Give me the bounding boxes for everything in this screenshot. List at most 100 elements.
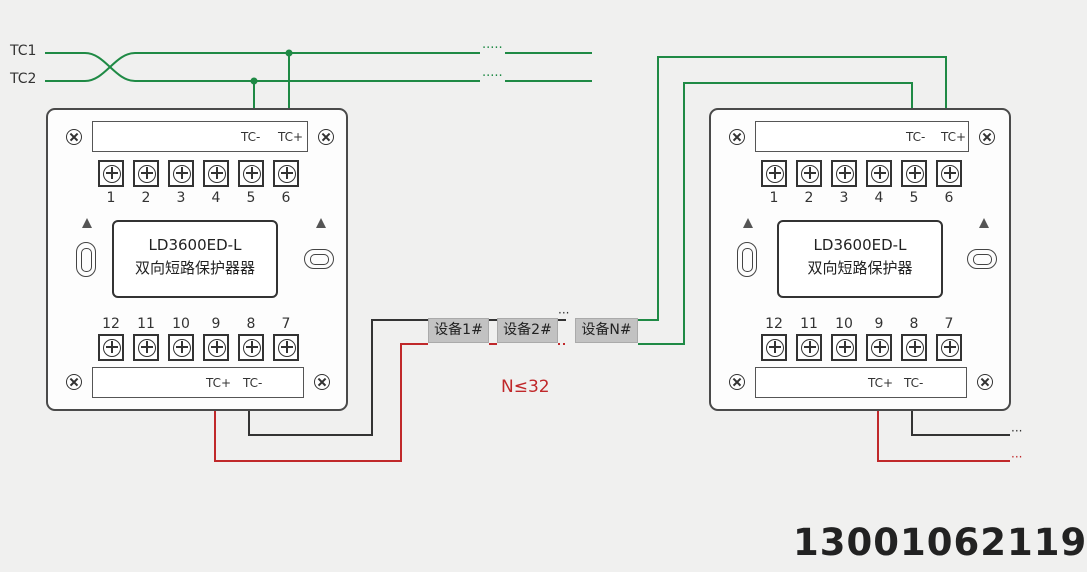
terminal-9 xyxy=(203,334,229,361)
terminal-number: 11 xyxy=(800,316,818,332)
screw-icon xyxy=(977,374,993,390)
tc-plus-label: TC+ xyxy=(206,376,232,390)
terminal-8 xyxy=(901,334,927,361)
terminal-number: 1 xyxy=(106,190,116,206)
bus-ellipsis: ····· xyxy=(482,41,503,56)
junction-dot xyxy=(285,49,293,57)
terminal-11 xyxy=(796,334,822,361)
terminal-number: 11 xyxy=(137,316,155,332)
out-black-wire xyxy=(911,410,1010,436)
terminal-3 xyxy=(831,160,857,187)
tc1-label: TC1 xyxy=(10,43,37,59)
arrow-up-icon xyxy=(82,218,92,228)
mounting-slot-icon xyxy=(304,249,334,269)
device-2: 设备2# xyxy=(497,318,558,343)
screw-icon xyxy=(318,129,334,145)
terminal-number: 7 xyxy=(944,316,954,332)
terminal-number: 10 xyxy=(172,316,190,332)
output-ellipsis-black: ··· xyxy=(1011,424,1023,438)
model-description: 双向短路保护器 xyxy=(807,259,913,277)
terminal-number: 9 xyxy=(874,316,884,332)
tc-plus-label: TC+ xyxy=(868,376,894,390)
black-wire xyxy=(248,319,428,436)
terminal-6 xyxy=(273,160,299,187)
terminal-10 xyxy=(168,334,194,361)
tc-minus-label: TC- xyxy=(906,130,926,144)
arrow-up-icon xyxy=(316,218,326,228)
junction-dot xyxy=(250,77,258,85)
terminal-1 xyxy=(761,160,787,187)
terminal-6 xyxy=(936,160,962,187)
terminal-11 xyxy=(133,334,159,361)
terminal-4 xyxy=(866,160,892,187)
protector-module-left: TC- TC+ 1 2 3 4 5 6 LD3600ED-L 双向短路保护器器 … xyxy=(46,108,348,411)
terminal-5 xyxy=(901,160,927,187)
terminal-number: 12 xyxy=(102,316,120,332)
mounting-slot-icon xyxy=(737,242,757,277)
bottom-label-strip: TC+ TC- xyxy=(92,367,304,398)
terminal-10 xyxy=(831,334,857,361)
arrow-up-icon xyxy=(979,218,989,228)
arrow-up-icon xyxy=(743,218,753,228)
red-wire xyxy=(214,343,428,462)
top-label-strip: TC- TC+ xyxy=(92,121,308,152)
tc2-label: TC2 xyxy=(10,71,37,87)
terminal-number: 6 xyxy=(281,190,291,206)
model-name: LD3600ED-L xyxy=(148,236,242,254)
terminal-number: 2 xyxy=(804,190,814,206)
output-ellipsis-red: ··· xyxy=(1011,450,1023,464)
terminal-number: 5 xyxy=(246,190,256,206)
top-label-strip: TC- TC+ xyxy=(755,121,969,152)
screw-icon xyxy=(314,374,330,390)
model-description: 双向短路保护器器 xyxy=(134,259,255,277)
terminal-1 xyxy=(98,160,124,187)
terminal-number: 8 xyxy=(246,316,256,332)
terminal-number: 6 xyxy=(944,190,954,206)
terminal-7 xyxy=(273,334,299,361)
terminal-number: 8 xyxy=(909,316,919,332)
terminal-3 xyxy=(168,160,194,187)
terminal-9 xyxy=(866,334,892,361)
terminal-number: 4 xyxy=(874,190,884,206)
product-label: LD3600ED-L 双向短路保护器 xyxy=(777,220,943,298)
terminal-8 xyxy=(238,334,264,361)
tc2-wire xyxy=(45,52,480,82)
screw-icon xyxy=(729,374,745,390)
terminal-12 xyxy=(761,334,787,361)
device-1: 设备1# xyxy=(428,318,489,343)
protector-module-right: TC- TC+ 1 2 3 4 5 6 LD3600ED-L 双向短路保护器 1… xyxy=(709,108,1011,411)
terminal-number: 3 xyxy=(839,190,849,206)
terminal-12 xyxy=(98,334,124,361)
terminal-7 xyxy=(936,334,962,361)
terminal-number: 3 xyxy=(176,190,186,206)
tc-minus-label: TC- xyxy=(904,376,924,390)
device-count-limit: N≤32 xyxy=(501,377,550,397)
terminal-number: 10 xyxy=(835,316,853,332)
terminal-number: 9 xyxy=(211,316,221,332)
screw-icon xyxy=(979,129,995,145)
wiring-diagram: TC1 TC2 ····· ····· TC- TC+ 1 2 3 4 5 6 … xyxy=(0,0,1063,572)
device-n: 设备N# xyxy=(575,318,638,343)
terminal-number: 12 xyxy=(765,316,783,332)
mounting-slot-icon xyxy=(967,249,997,269)
terminal-number: 1 xyxy=(769,190,779,206)
bus-ellipsis: ····· xyxy=(482,69,503,84)
wiring-svg xyxy=(45,49,1010,462)
tc1-wire xyxy=(45,52,480,82)
green-to-right-plus xyxy=(638,56,947,321)
terminal-number: 4 xyxy=(211,190,221,206)
terminal-2 xyxy=(796,160,822,187)
tc-minus-label: TC- xyxy=(243,376,263,390)
terminal-5 xyxy=(238,160,264,187)
product-label: LD3600ED-L 双向短路保护器器 xyxy=(112,220,278,298)
terminal-number: 7 xyxy=(281,316,291,332)
device-ellipsis: ··· xyxy=(558,306,570,320)
terminal-number: 2 xyxy=(141,190,151,206)
terminal-4 xyxy=(203,160,229,187)
screw-icon xyxy=(66,129,82,145)
tc-minus-label: TC- xyxy=(241,130,261,144)
terminal-number: 5 xyxy=(909,190,919,206)
green-to-right-minus xyxy=(638,82,913,345)
out-red-wire xyxy=(877,410,1010,462)
terminal-2 xyxy=(133,160,159,187)
